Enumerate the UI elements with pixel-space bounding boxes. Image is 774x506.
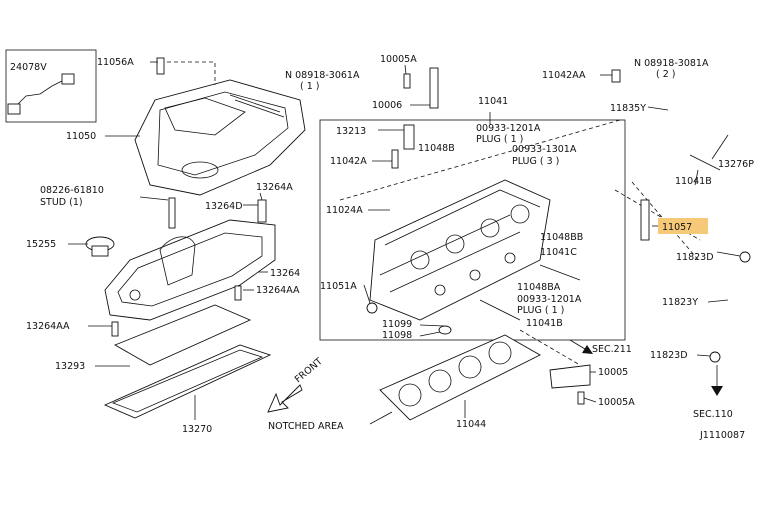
label-11044[interactable]: 11044 <box>456 419 486 430</box>
bolt-10005a-top <box>403 73 411 89</box>
bracket-10006 <box>429 67 439 109</box>
label-13213[interactable]: 13213 <box>336 126 366 137</box>
label-11823d-top[interactable]: 11823D <box>676 252 714 263</box>
label-13270[interactable]: 13270 <box>182 424 212 435</box>
label-plug-1-bottom: PLUG ( 1 ) <box>517 305 564 316</box>
part-13213 <box>403 124 415 150</box>
label-08918-3061a-qty: ( 1 ) <box>300 81 320 92</box>
label-24078v[interactable]: 24078V <box>10 62 47 73</box>
label-11056a[interactable]: 11056A <box>97 57 134 68</box>
front-arrow-icon <box>267 384 303 413</box>
clamp-11823d-top <box>739 251 751 263</box>
part-13264d <box>257 199 267 223</box>
clamp-11823d-bot <box>709 351 721 363</box>
bolt-13264aa-l <box>111 321 119 337</box>
label-11041[interactable]: 11041 <box>478 96 508 107</box>
label-11099[interactable]: 11099 <box>382 319 412 330</box>
label-10006[interactable]: 10006 <box>372 100 402 111</box>
label-plug-3: PLUG ( 3 ) <box>512 156 559 167</box>
stud-11041b-r <box>689 154 721 171</box>
stud-11041b <box>479 299 521 321</box>
gasket-13293 <box>113 304 252 366</box>
head-gasket-11044 <box>379 334 541 421</box>
arrow-right-icon <box>582 345 593 354</box>
label-13276p[interactable]: 13276P <box>718 159 754 170</box>
label-00933-1301a[interactable]: 00933-1301A <box>512 144 577 155</box>
label-11057[interactable]: 11057 <box>662 222 692 233</box>
bolt-11042a <box>391 149 399 169</box>
label-11041c[interactable]: 11041C <box>540 247 577 258</box>
label-13264d[interactable]: 13264D <box>205 201 243 212</box>
label-11048ba[interactable]: 11048BA <box>517 282 561 293</box>
label-diagram-ref: J1110087 <box>699 430 745 441</box>
label-11051a[interactable]: 11051A <box>320 281 357 292</box>
gasket-13270 <box>103 344 272 419</box>
label-front: FRONT <box>293 356 325 385</box>
label-13264aa-left[interactable]: 13264AA <box>26 321 70 332</box>
label-13264a[interactable]: 13264A <box>256 182 293 193</box>
stud-11041c <box>539 264 581 281</box>
label-11823d-bottom[interactable]: 11823D <box>650 350 688 361</box>
oil-cap-15255 <box>85 236 115 257</box>
label-15255[interactable]: 15255 <box>26 239 56 250</box>
label-stud: STUD (1) <box>40 197 83 208</box>
label-11098[interactable]: 11098 <box>382 330 412 341</box>
label-10005a-bottom[interactable]: 10005A <box>598 397 635 408</box>
inset-box-24078v <box>5 49 97 123</box>
harness-24078v <box>7 73 75 115</box>
label-11041b-right[interactable]: 11041B <box>675 176 712 187</box>
label-11050[interactable]: 11050 <box>66 131 96 142</box>
bracket-10005 <box>549 364 591 389</box>
label-08918-3081a[interactable]: N 08918-3081A <box>634 58 709 69</box>
label-sec-211[interactable]: SEC.211 <box>592 344 632 355</box>
stud-08226 <box>168 197 176 229</box>
label-10005a-top[interactable]: 10005A <box>380 54 417 65</box>
label-08918-3081a-qty: ( 2 ) <box>656 69 676 80</box>
bolt-13264aa-r <box>234 285 242 301</box>
label-13293[interactable]: 13293 <box>55 361 85 372</box>
label-11048b[interactable]: 11048B <box>418 143 455 154</box>
bolt-11056a <box>156 57 165 75</box>
label-notched-area: NOTCHED AREA <box>268 421 344 432</box>
water-hose-11835y <box>653 97 740 161</box>
engine-cover-11050 <box>134 79 306 196</box>
label-11024a[interactable]: 11024A <box>326 205 363 216</box>
labels: 24078V 11056A 11050 08226-61810 STUD (1)… <box>10 54 754 441</box>
bolt-10005a-bot <box>577 391 585 405</box>
label-11041b-bottom[interactable]: 11041B <box>526 318 563 329</box>
label-11042aa[interactable]: 11042AA <box>542 70 586 81</box>
label-00933-1201a-bottom[interactable]: 00933-1201A <box>517 294 582 305</box>
label-11835y[interactable]: 11835Y <box>610 103 646 114</box>
cylinder-head-group-box <box>319 119 626 341</box>
highlight-11057 <box>658 218 708 234</box>
rocker-cover-13264 <box>104 219 276 321</box>
part-11098 <box>438 325 452 335</box>
label-13264aa-right[interactable]: 13264AA <box>256 285 300 296</box>
label-08226-61810[interactable]: 08226-61810 <box>40 185 104 196</box>
label-08918-3061a[interactable]: N 08918-3061A <box>285 70 360 81</box>
label-13264[interactable]: 13264 <box>270 268 300 279</box>
arrow-down-icon <box>711 386 723 396</box>
part-11051a <box>366 302 378 314</box>
label-10005[interactable]: 10005 <box>598 367 628 378</box>
label-11823y[interactable]: 11823Y <box>662 297 698 308</box>
part-11057 <box>640 199 650 241</box>
bolt-11042aa <box>611 69 621 83</box>
cylinder-head-11041 <box>369 179 551 321</box>
label-11042a[interactable]: 11042A <box>330 156 367 167</box>
label-sec-110[interactable]: SEC.110 <box>693 409 733 420</box>
label-00933-1201a-top[interactable]: 00933-1201A <box>476 123 541 134</box>
water-hose-11823y <box>712 264 743 356</box>
label-plug-1-top: PLUG ( 1 ) <box>476 134 523 145</box>
label-11048bb[interactable]: 11048BB <box>540 232 583 243</box>
